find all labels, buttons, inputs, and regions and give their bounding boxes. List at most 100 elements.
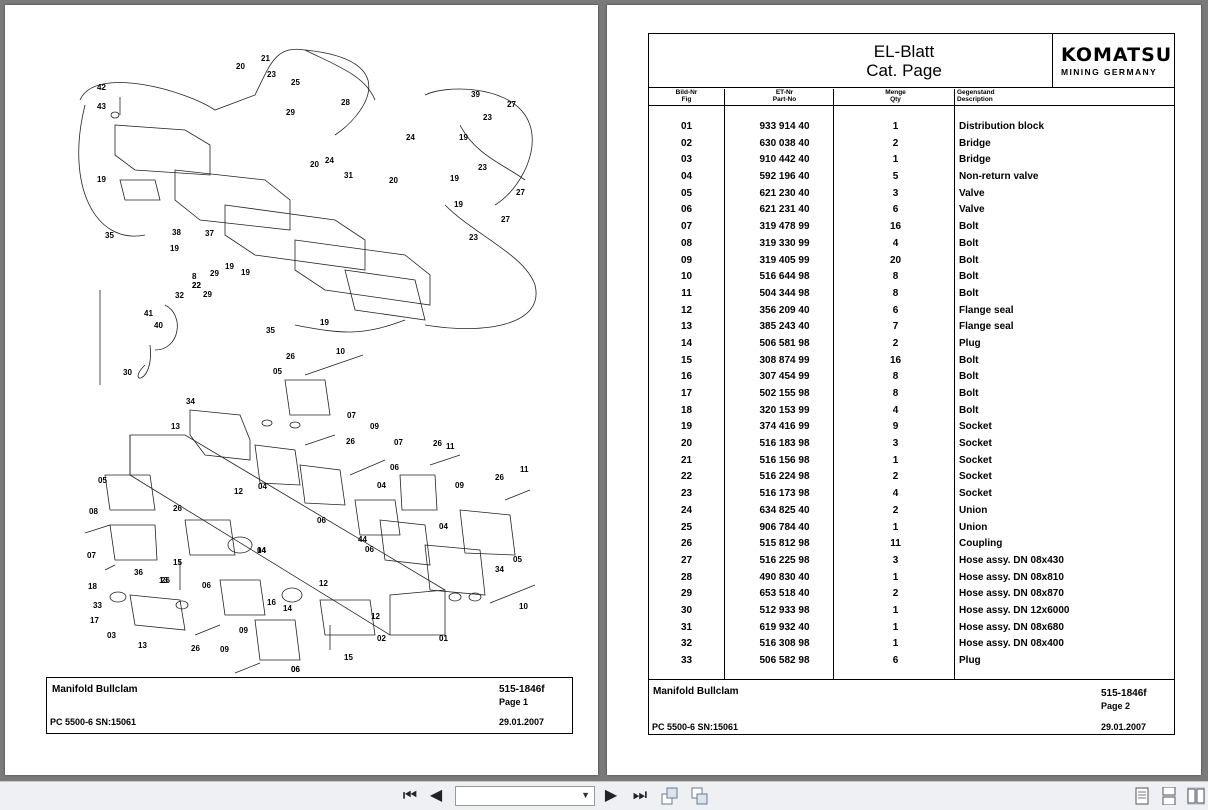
quantity-cell: 5 (892, 171, 899, 183)
part-number-cell: 516 644 98 (759, 271, 810, 283)
quantity-cell: 6 (892, 655, 899, 666)
callout-label: 04 (439, 522, 448, 531)
callout-label: 38 (172, 228, 181, 237)
compare-pages-icon[interactable] (691, 787, 709, 805)
skip-last-icon[interactable]: ⏭ (632, 787, 648, 804)
catalog-title: EL-Blatt Cat. Page (799, 42, 1009, 80)
part-number-cell: 374 416 99 (759, 421, 810, 433)
chevron-down-icon: ▼ (581, 790, 590, 800)
quantity-cell: 2 (892, 588, 899, 600)
callout-label: 04 (377, 481, 386, 490)
callout-label: 26 (286, 352, 295, 361)
col-head-qty: Menge Qty (885, 89, 906, 103)
callout-label: 09 (220, 645, 229, 654)
footer-machine: PC 5500-6 SN:15061 (652, 722, 739, 732)
description-cell: Valve (959, 204, 985, 216)
footer-machine: PC 5500-6 SN:15061 (50, 717, 137, 727)
part-number-cell: 906 784 40 (759, 521, 810, 533)
col-head-part: ET-Nr Part-No (772, 89, 797, 103)
next-page-icon[interactable]: ▶ (604, 787, 618, 804)
fig-cell: 04 (680, 171, 693, 183)
part-number-cell: 933 914 40 (759, 121, 810, 132)
callout-label: 40 (154, 321, 163, 330)
callout-label: 07 (87, 551, 96, 560)
callout-label: 19 (170, 244, 179, 253)
fig-cell: 13 (680, 321, 693, 333)
callout-label: 27 (501, 215, 510, 224)
footer-doc-number: 515-1846f (499, 684, 545, 695)
fig-cell: 15 (680, 354, 693, 366)
fig-cell: 29 (680, 588, 693, 600)
part-number-cell: 619 932 40 (759, 621, 810, 633)
part-number-cell: 653 518 40 (759, 588, 810, 600)
continuous-view-icon[interactable] (1160, 787, 1178, 805)
fig-cell: 08 (680, 237, 693, 249)
callout-label: 18 (88, 582, 97, 591)
description-cell: Hose assy. DN 08x400 (959, 638, 1064, 650)
callout-label: 19 (450, 174, 459, 183)
callout-label: 23 (267, 70, 276, 79)
footer-date: 29.01.2007 (1101, 722, 1147, 732)
callout-label: 29 (203, 290, 212, 299)
callout-label: 13 (171, 422, 180, 431)
description-cell: Socket (959, 454, 992, 466)
callout-label: 20 (236, 62, 245, 71)
skip-first-icon[interactable]: ⏮ (402, 787, 418, 804)
header-rule (649, 105, 1174, 106)
callout-label: 04 (257, 546, 266, 555)
previous-page-icon[interactable]: ◀ (429, 787, 443, 804)
callout-label: 07 (347, 411, 356, 420)
quantity-cell: 4 (892, 488, 899, 500)
quantity-cell: 16 (889, 354, 902, 366)
callout-label: 34 (186, 397, 195, 406)
callout-label: 06 (365, 545, 374, 554)
page-select[interactable]: ▼ (455, 786, 595, 806)
quantity-cell: 1 (892, 604, 899, 616)
drawing-footer: Manifold Bullclam 515-1846f Page 1 PC 55… (46, 677, 573, 734)
quantity-cell: 6 (892, 204, 899, 216)
two-page-view-icon[interactable] (1187, 787, 1205, 805)
col-head-desc: Gegenstand Description (957, 89, 995, 103)
footer-date: 29.01.2007 (499, 717, 545, 727)
description-cell: Bolt (959, 371, 979, 383)
callout-label: 36 (134, 568, 143, 577)
fig-cell: 28 (680, 571, 693, 583)
part-number-cell: 504 344 98 (759, 287, 810, 299)
part-number-cell: 490 830 40 (759, 571, 810, 583)
footer-title: Manifold Bullclam (52, 684, 138, 695)
callout-label: 09 (455, 481, 464, 490)
fig-cell: 16 (680, 371, 693, 383)
title-line-1: EL-Blatt (873, 42, 935, 61)
callout-label: 19 (97, 175, 106, 184)
callout-label: 14 (283, 604, 292, 613)
description-cell: Union (959, 521, 988, 533)
callout-label: 28 (341, 98, 350, 107)
part-number-cell: 506 581 98 (759, 337, 810, 349)
fig-cell: 19 (680, 421, 693, 433)
single-page-view-icon[interactable] (1133, 787, 1151, 805)
rotate-page-icon[interactable] (661, 787, 679, 805)
quantity-cell: 2 (892, 337, 899, 349)
quantity-cell: 1 (892, 454, 899, 466)
callout-label: 06 (390, 463, 399, 472)
logo-wordmark: KOMATSU (1061, 44, 1173, 66)
fig-cell: 10 (680, 271, 693, 283)
quantity-cell: 6 (892, 304, 899, 316)
callout-label: 35 (105, 231, 114, 240)
callout-label: 19 (241, 268, 250, 277)
callout-label: 30 (123, 368, 132, 377)
table-bottom-rule (649, 679, 1174, 680)
part-number-cell: 319 478 99 (759, 221, 810, 233)
quantity-cell: 3 (892, 438, 899, 450)
part-number-cell: 502 155 98 (759, 388, 810, 399)
callout-label: 23 (483, 113, 492, 122)
description-cell: Plug (959, 337, 981, 349)
